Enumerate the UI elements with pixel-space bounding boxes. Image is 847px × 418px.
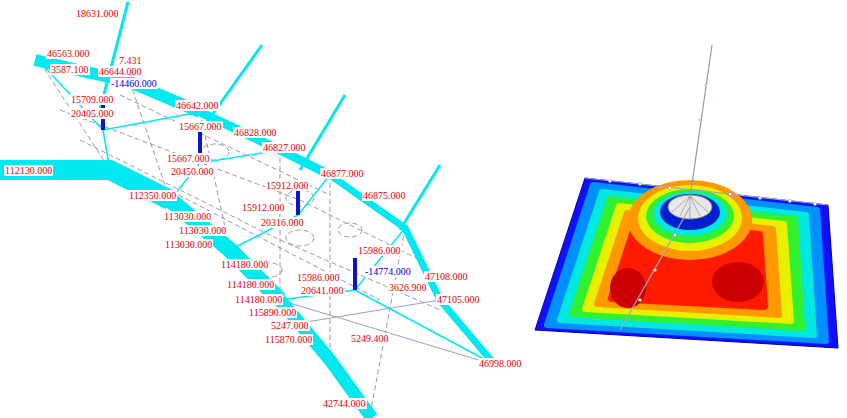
force-value: 46563.000 — [46, 48, 91, 59]
force-value: 15667.000 — [166, 153, 211, 164]
force-value: 3587.100 — [50, 64, 90, 75]
force-value: 112130.000 — [4, 165, 53, 176]
force-value: 113030.000 — [178, 225, 227, 236]
force-value: 20641.000 — [300, 285, 345, 296]
masts — [100, 2, 440, 230]
force-value: -14774.000 — [364, 266, 412, 277]
force-value: 3626.900 — [388, 282, 428, 293]
force-value: 46877.000 — [320, 168, 365, 179]
force-value: 15986.000 — [357, 245, 402, 256]
contour-plot — [535, 45, 838, 348]
force-value: 47105.000 — [436, 294, 481, 305]
force-value: 15667.000 — [178, 121, 223, 132]
force-value: 114180.000 — [226, 279, 275, 290]
force-value: 15709.000 — [70, 94, 115, 105]
force-value: 5249.400 — [350, 333, 390, 344]
cable-lines — [40, 62, 495, 365]
force-value: -14460.000 — [110, 78, 158, 89]
force-value: 46998.000 — [478, 358, 523, 369]
force-value: 46875.000 — [362, 190, 407, 201]
force-value: 15912.000 — [265, 180, 310, 191]
compression-struts — [103, 95, 355, 290]
force-value: 114180.000 — [234, 294, 283, 305]
force-value: 46828.000 — [233, 127, 278, 138]
force-value: 20450.000 — [170, 166, 215, 177]
force-value: 5247.000 — [270, 320, 310, 331]
force-value: 18631.000 — [75, 8, 120, 19]
bottom-chord — [0, 170, 372, 418]
force-value: 7.431 — [118, 55, 143, 66]
force-value: 115870.000 — [264, 334, 313, 345]
force-value: 15986.000 — [296, 272, 341, 283]
force-value: 112350.000 — [128, 190, 177, 201]
force-value: 46644.000 — [98, 66, 143, 77]
force-value: 46642.000 — [175, 100, 220, 111]
grid-net — [40, 62, 440, 415]
force-value: 20316.000 — [260, 217, 305, 228]
force-value: 114180.000 — [220, 259, 269, 270]
force-value: 42744.000 — [322, 398, 367, 409]
force-value: 20405.000 — [70, 108, 115, 119]
force-value: 115890.000 — [248, 307, 297, 318]
force-value: 15912.000 — [241, 202, 286, 213]
force-value: 113030.000 — [163, 211, 212, 222]
force-value: 113030.000 — [164, 239, 213, 250]
top-chord — [35, 60, 495, 365]
force-value: 46827.000 — [262, 142, 307, 153]
force-value: 47108.000 — [424, 271, 469, 282]
